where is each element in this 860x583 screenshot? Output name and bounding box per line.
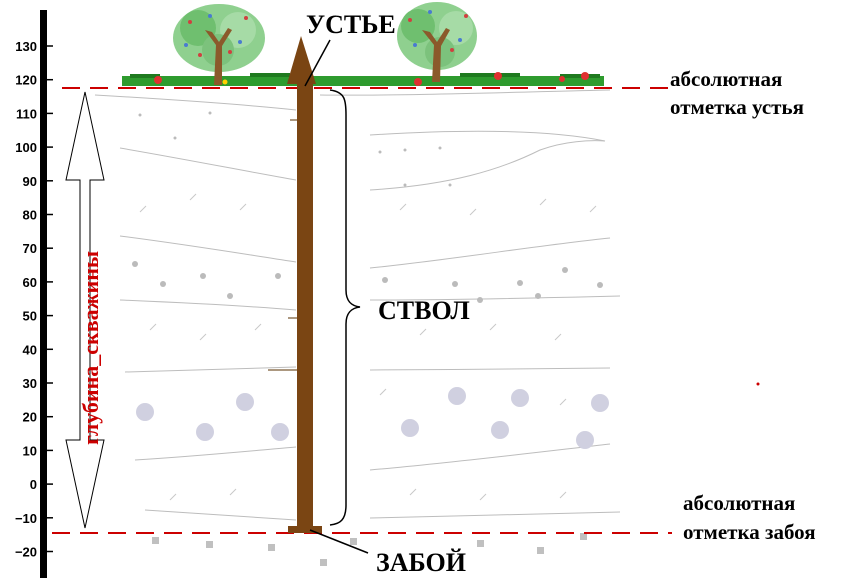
stray-dot (756, 382, 760, 386)
scale-tick-label: 10 (23, 443, 37, 458)
pointer-lines (304, 39, 369, 554)
soil-layers (94, 89, 621, 521)
trunk-brace (329, 89, 361, 526)
grass-strip (122, 76, 604, 86)
soil-speckles (136, 387, 609, 449)
scale-tick-label: 90 (23, 174, 37, 189)
bottom-elevation-caption: абсолютная отметка забоя (683, 491, 816, 544)
trunk-label: СТВОЛ (378, 296, 470, 325)
scale-tick-label: 60 (23, 275, 37, 290)
well-shaft (268, 36, 322, 533)
ground-surface (122, 72, 604, 86)
tree-left (173, 4, 265, 85)
abs-bottom-line2: отметка забоя (683, 520, 816, 544)
wellhead-elevation-caption: абсолютная отметка устья (670, 67, 804, 119)
scale-tick-label: 110 (16, 106, 37, 121)
scale-tick-label: 50 (23, 309, 37, 324)
scale-tick-label: 130 (15, 39, 37, 54)
bottom-plate (288, 526, 322, 533)
flowers (154, 72, 589, 86)
scale-tick-label: 100 (15, 140, 37, 155)
scale-tick-label: −20 (15, 545, 37, 560)
depth-label: глубина_скважины (78, 251, 103, 445)
tree-right (397, 2, 477, 82)
abs-top-line1: абсолютная (670, 67, 782, 91)
scale-tick-label: 30 (23, 376, 37, 391)
scale-tick-label: 80 (23, 208, 37, 223)
abs-bottom-line1: абсолютная (683, 491, 795, 515)
scale-tick-label: 120 (15, 73, 37, 88)
depth-arrow (65, 91, 105, 529)
wellhead-cone (287, 36, 316, 84)
scale-tick-label: 20 (23, 410, 37, 425)
abs-top-line2: отметка устья (670, 95, 804, 119)
shaft (297, 84, 313, 530)
scale-tick-label: 40 (23, 342, 37, 357)
scale-tick-label: −10 (15, 511, 37, 526)
reference-lines (52, 87, 672, 534)
wellhead-label: УСТЬЕ (306, 10, 396, 39)
scale-bar (40, 10, 47, 578)
scale-tick-label: 70 (23, 241, 37, 256)
soil-pebbles (132, 111, 603, 303)
scale-tick-label: 0 (30, 477, 37, 492)
bottom-label: ЗАБОЙ (376, 548, 466, 577)
rock-fragments (152, 533, 587, 566)
soil-texture (139, 193, 597, 501)
